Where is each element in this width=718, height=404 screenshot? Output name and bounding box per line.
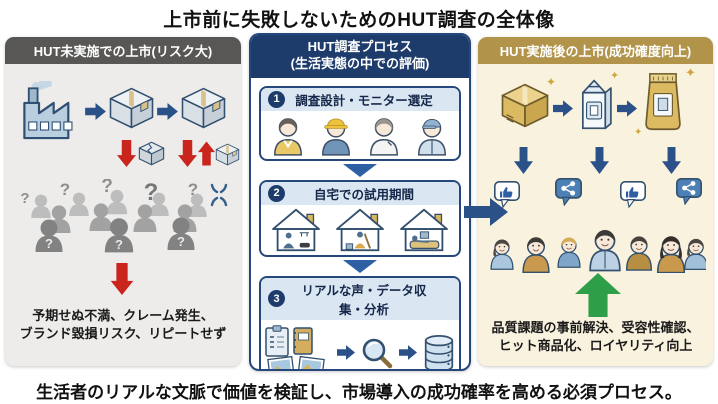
question-mark-text: ? bbox=[20, 190, 29, 207]
middle-panel-header: HUT調査プロセス (生活実態の中での評価) bbox=[251, 35, 469, 78]
step-1-monitors bbox=[261, 111, 459, 159]
left-panel-no-hut: HUT未実施での上市(リスク大) bbox=[5, 37, 241, 366]
step-3-analysis bbox=[261, 320, 459, 369]
question-mark-text: ? bbox=[188, 180, 198, 199]
flow-arrow-icon bbox=[85, 103, 106, 120]
share-icon bbox=[555, 178, 582, 206]
right-caption: 品質課題の事前解決、受容性確認、 ヒット商品化、ロイヤリティ向上 bbox=[478, 319, 713, 355]
step-2-number-badge: 2 bbox=[268, 184, 285, 202]
thumbs-up-icon bbox=[620, 181, 646, 208]
carton-package-icon bbox=[581, 79, 612, 130]
chevron-down-icon bbox=[251, 163, 469, 177]
monitor-woman2-icon bbox=[370, 117, 398, 156]
box-icon bbox=[109, 87, 154, 129]
home-relaxing-icon bbox=[400, 208, 448, 251]
question-mark-text: ? bbox=[115, 237, 123, 252]
sparkle-icon: ✦ bbox=[610, 70, 620, 82]
flow-arrow-icon bbox=[337, 345, 355, 361]
right-panel-header: HUT実施後の上市(成功確度向上) bbox=[478, 37, 713, 64]
red-down-arrow-icon bbox=[178, 140, 197, 167]
right-caption-line1: 品質課題の事前解決、受容性確認、 bbox=[491, 320, 700, 335]
question-mark-text: ? bbox=[101, 179, 113, 197]
page-title: 上市前に失敗しないためのHUT調査の全体像 bbox=[163, 10, 555, 31]
monitor-capman-icon bbox=[418, 118, 446, 156]
photos-icon bbox=[267, 355, 325, 369]
step-1-label: 調査設計・モニター選定 bbox=[295, 93, 433, 108]
magnifier-icon bbox=[362, 338, 393, 369]
gold-box-icon bbox=[501, 83, 549, 128]
left-caption-line2: ブランド毀損リスク、リピートせず bbox=[19, 326, 227, 342]
anger-icon bbox=[210, 183, 228, 207]
pouch-package-icon bbox=[645, 73, 681, 131]
sparkle-icon: ✦ bbox=[685, 65, 696, 80]
red-up-arrow-icon bbox=[198, 141, 215, 166]
step-2-label: 自宅での試用期間 bbox=[313, 187, 414, 202]
small-box-icon bbox=[215, 143, 240, 166]
sparkle-icon: ✦ bbox=[634, 127, 643, 138]
question-mark-text: ? bbox=[177, 234, 185, 249]
middle-panel-hut-process: HUT調査プロセス (生活実態の中での評価) 1 調査設計・モニター選定 bbox=[249, 33, 471, 371]
middle-header-line2: (生活実態の中での評価) bbox=[290, 55, 430, 71]
flow-arrow-icon bbox=[399, 345, 417, 361]
left-caption-line1: 予期せぬ不満、クレーム発生、 bbox=[32, 308, 214, 323]
flow-arrow-icon bbox=[553, 100, 573, 117]
home-cleaning-icon bbox=[336, 208, 384, 251]
notebook-icon bbox=[293, 327, 313, 355]
step-2-homes bbox=[261, 205, 459, 255]
blue-down-arrow-icon bbox=[662, 147, 681, 174]
left-caption: 予期せぬ不満、クレーム発生、 ブランド毀損リスク、リピートせず bbox=[5, 307, 241, 343]
confused-crowd-silhouettes: ? ? ? ? ? ? ? ? bbox=[20, 179, 228, 253]
clipboard-icon bbox=[265, 325, 289, 357]
flow-arrow-icon bbox=[617, 100, 637, 117]
collected-data-cluster bbox=[265, 324, 331, 369]
red-down-arrow-icon bbox=[117, 140, 136, 167]
step-3-label: リアルな声・データ収集・分析 bbox=[301, 283, 427, 317]
question-mark-text: ? bbox=[60, 180, 70, 199]
factory-icon bbox=[23, 81, 73, 140]
step-1-header: 1 調査設計・モニター選定 bbox=[261, 87, 459, 111]
sparkle-icon: ✦ bbox=[546, 75, 557, 89]
step-1-number-badge: 1 bbox=[268, 90, 285, 108]
step-box-1: 1 調査設計・モニター選定 bbox=[259, 85, 461, 161]
right-caption-line2: ヒット商品化、ロイヤリティ向上 bbox=[498, 338, 693, 354]
footer-text: 生活者のリアルな文脈で価値を検証し、市場導入の成功確率を高める必須プロセス。 bbox=[36, 383, 682, 402]
home-cooking-icon bbox=[272, 208, 320, 251]
left-panel-header: HUT未実施での上市(リスク大) bbox=[5, 37, 241, 64]
question-mark-text: ? bbox=[45, 236, 53, 251]
share-icon bbox=[676, 178, 702, 205]
broken-box-icon bbox=[138, 141, 165, 166]
blue-down-arrow-icon bbox=[590, 147, 609, 174]
flow-arrow-icon bbox=[157, 103, 178, 120]
question-mark-text: ? bbox=[144, 179, 159, 206]
step-box-2: 2 自宅での試用期間 bbox=[259, 179, 461, 257]
monitor-builder-icon bbox=[322, 118, 350, 156]
step-2-header: 2 自宅での試用期間 bbox=[261, 181, 459, 205]
box-icon bbox=[181, 87, 226, 129]
middle-header-line1: HUT調査プロセス bbox=[307, 39, 413, 54]
blue-down-arrow-icon bbox=[514, 147, 533, 174]
big-red-down-arrow-icon bbox=[110, 263, 134, 295]
chevron-down-icon bbox=[251, 259, 469, 273]
database-icon bbox=[424, 334, 454, 369]
happy-crowd bbox=[490, 229, 706, 273]
step-3-number-badge: 3 bbox=[268, 290, 285, 308]
step-box-3: 3 リアルな声・データ収集・分析 bbox=[259, 275, 461, 369]
green-up-arrow-icon bbox=[575, 273, 621, 317]
process-to-result-arrow-icon bbox=[464, 198, 508, 226]
right-panel-after-hut: HUT実施後の上市(成功確度向上) ✦ ✦ ✦ ✦ bbox=[478, 37, 713, 366]
monitor-woman-icon bbox=[274, 117, 302, 156]
step-3-header: 3 リアルな声・データ収集・分析 bbox=[261, 277, 459, 320]
